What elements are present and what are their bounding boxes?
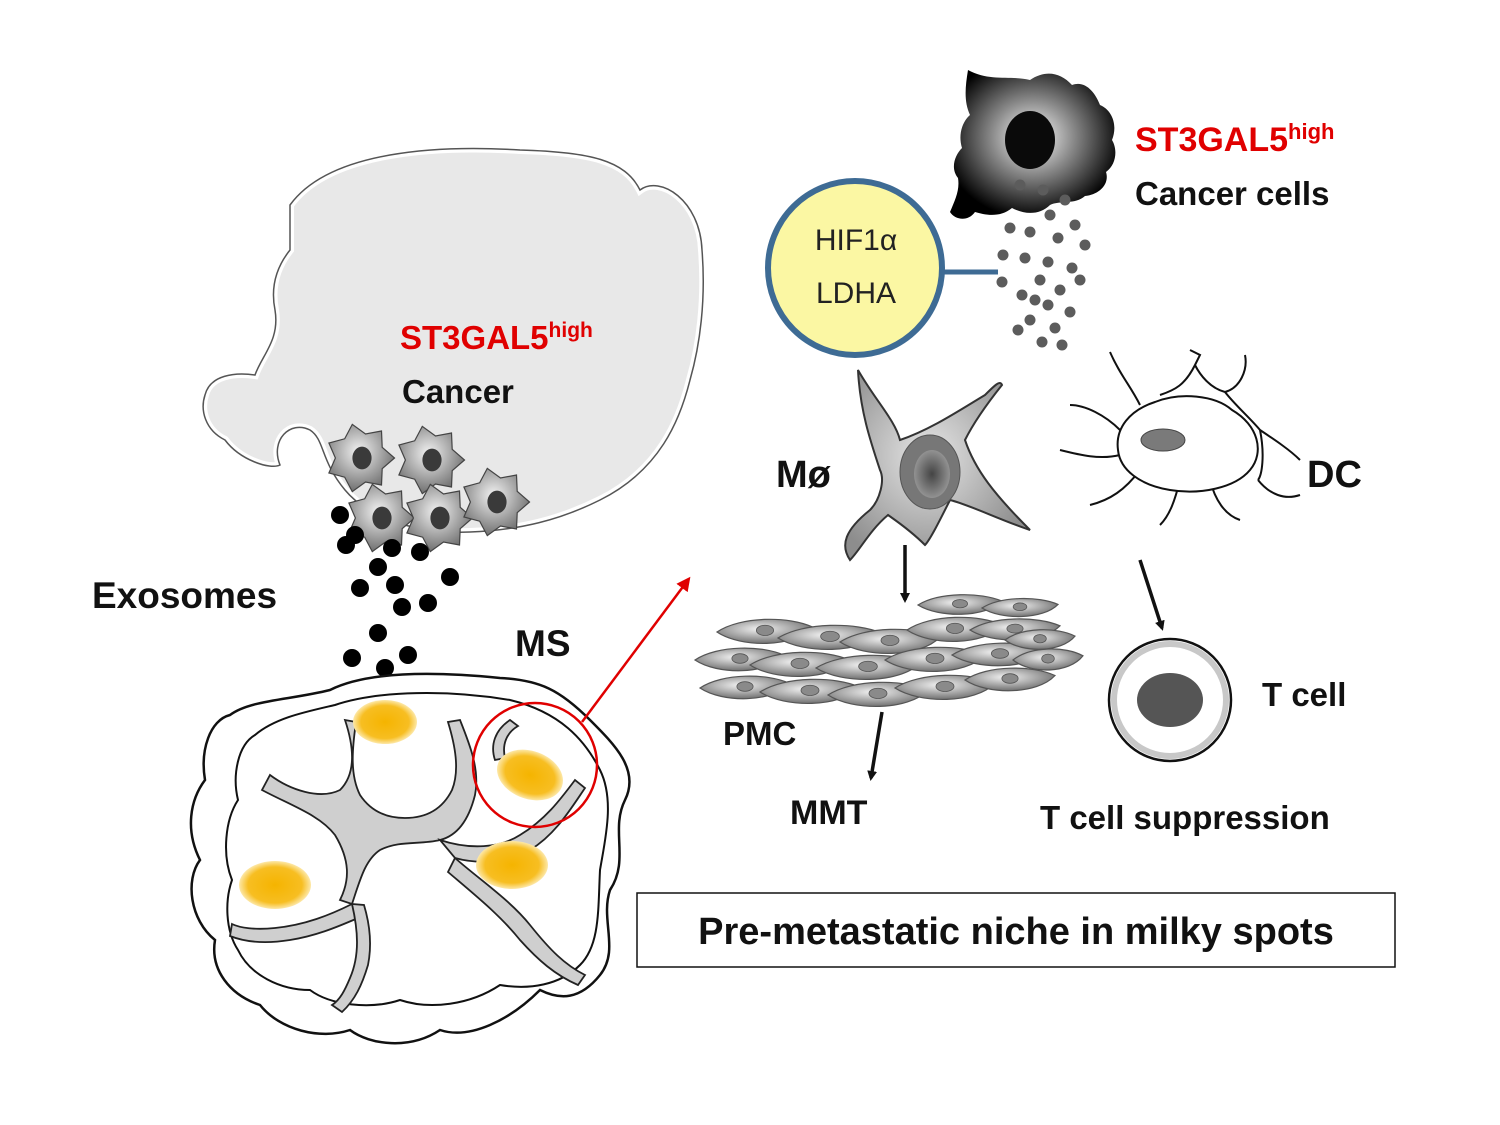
secreted-particle — [1016, 289, 1028, 301]
secreted-particle — [997, 249, 1009, 261]
cancer-cell-icon — [398, 425, 466, 495]
secreted-particle — [1012, 324, 1024, 336]
pmc-to-mmt-arrow — [867, 711, 884, 781]
mass-cancer-label: Cancer — [402, 373, 514, 410]
exosome-dot — [419, 594, 437, 612]
t-cell-label: T cell — [1262, 676, 1346, 713]
niche-caption-text: Pre-metastatic niche in milky spots — [698, 911, 1334, 953]
milky-spot-icon — [189, 672, 631, 1045]
secreted-particle — [1059, 194, 1071, 206]
exosome-dot — [386, 576, 404, 594]
cancer-cell-icon — [463, 467, 531, 537]
exosome-dot — [346, 526, 364, 544]
cancer-cell-icon — [348, 483, 416, 553]
mesothelial-cell — [905, 616, 1004, 643]
exosome-dot — [343, 649, 361, 667]
magnify-circle — [471, 701, 599, 829]
milky-spot-nucleus — [353, 700, 417, 744]
macrophage-icon — [844, 369, 1031, 562]
exosome-dot — [369, 558, 387, 576]
secreted-particle — [1074, 274, 1086, 286]
dc-label: DC — [1307, 454, 1362, 496]
secreted-particle — [1019, 252, 1031, 264]
secreted-particles-icon — [996, 179, 1091, 351]
exosome-dot — [369, 624, 387, 642]
cancer-cell-icon — [328, 423, 396, 493]
cancer-cell-cluster — [328, 423, 531, 553]
mass-marker-label: ST3GAL5high — [400, 319, 593, 356]
secreted-particle — [1056, 339, 1068, 351]
exosome-dot — [331, 506, 349, 524]
pmc-label: PMC — [723, 715, 796, 752]
cancer-cell-icon — [406, 483, 474, 553]
secreted-particle — [1034, 274, 1046, 286]
ldha-label: LDHA — [816, 277, 896, 310]
secreted-particle — [1079, 239, 1091, 251]
top-cancer-cells-label: Cancer cells — [1135, 175, 1329, 212]
secreted-particle — [1042, 299, 1054, 311]
secreted-particle — [1042, 256, 1054, 268]
t-cell-suppression-label: T cell suppression — [1040, 799, 1330, 836]
secreted-particle — [1044, 209, 1056, 221]
milky-spot-septa — [228, 718, 587, 1014]
dc-nucleus — [1140, 428, 1186, 452]
mesothelial-cell-icon — [693, 594, 1084, 708]
t-cell-icon — [1107, 637, 1233, 763]
secreted-particle — [1054, 284, 1066, 296]
exosome-dot — [393, 598, 411, 616]
hif-label: HIF1α — [815, 224, 897, 257]
secreted-particle — [1004, 222, 1016, 234]
secreted-particle — [1037, 184, 1049, 196]
macrophage-nucleus-core — [914, 450, 950, 498]
ms-label: MS — [515, 623, 571, 664]
secreted-particle — [996, 276, 1008, 288]
niche-caption-box — [636, 892, 1396, 968]
secreted-particle — [1029, 294, 1041, 306]
mesothelial-cell — [980, 597, 1060, 618]
exosomes-label: Exosomes — [92, 575, 277, 616]
exosome-dot — [376, 659, 394, 677]
cancer-cell-icon — [950, 70, 1116, 219]
milky-spot-nucleus — [476, 841, 548, 889]
secreted-particle — [1049, 322, 1061, 334]
milky-spot-nucleus — [497, 749, 563, 801]
milky-spot-nucleus — [239, 861, 311, 909]
secreted-particle — [1036, 336, 1048, 348]
exosome-dot — [383, 539, 401, 557]
exosome-dot — [351, 579, 369, 597]
secreted-particle — [1064, 306, 1076, 318]
secreted-particle — [1014, 179, 1026, 191]
top-marker-label: ST3GAL5high — [1135, 119, 1334, 159]
dc-to-tcell-arrow — [1138, 559, 1165, 631]
exosome-dot — [441, 568, 459, 586]
t-cell-nucleus — [1137, 673, 1203, 727]
mesothelial-cell — [1012, 648, 1084, 671]
exosome-dot — [411, 543, 429, 561]
macrophage-label: Mø — [776, 454, 832, 496]
mesothelial-cell — [1003, 629, 1076, 650]
mesothelial-cell — [963, 667, 1056, 692]
secreted-particle — [1069, 219, 1081, 231]
cancer-mass-outline — [202, 147, 704, 533]
secreted-particle — [1024, 226, 1036, 238]
dendritic-cell-icon — [1059, 349, 1301, 526]
mmt-label: MMT — [790, 794, 868, 832]
magnify-arrow — [580, 576, 691, 723]
hif-circle — [765, 178, 945, 358]
dark-cancer-cell-nucleus — [1005, 111, 1055, 169]
secreted-particle — [1066, 262, 1078, 274]
exosome-dot — [399, 646, 417, 664]
secreted-particle — [1052, 232, 1064, 244]
cancer-mass — [199, 144, 708, 537]
secreted-particle — [1024, 314, 1036, 326]
